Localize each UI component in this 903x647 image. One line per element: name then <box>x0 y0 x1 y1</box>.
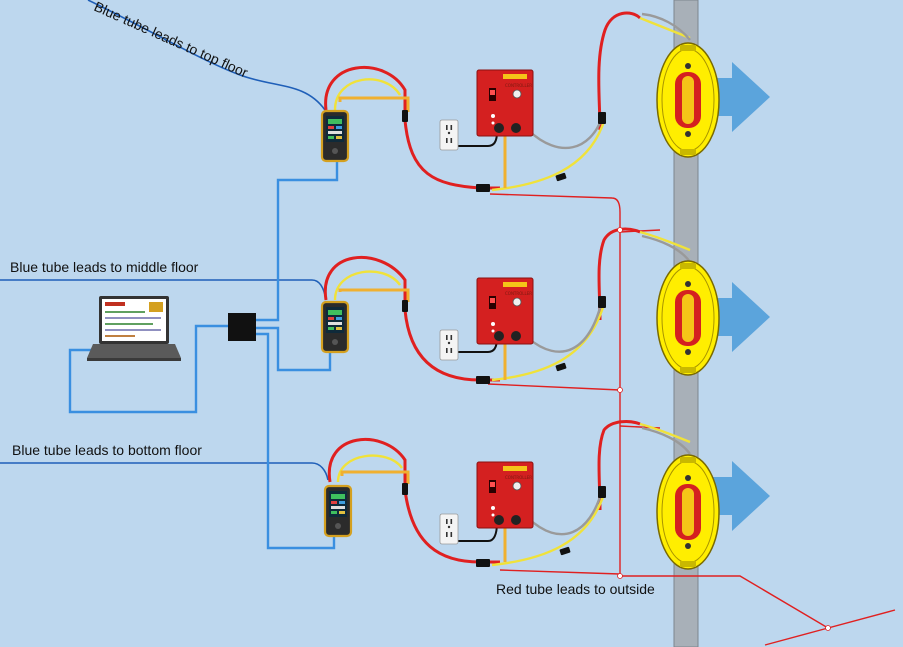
yellow-tubes <box>333 16 691 567</box>
blue-tubes <box>68 160 339 550</box>
gauge-bottom <box>323 484 353 538</box>
laptop <box>87 296 181 361</box>
pressure-hub <box>228 313 256 341</box>
label-bottom-floor: Blue tube leads to bottom floor <box>12 442 202 458</box>
wall-outlet-middle <box>439 329 459 361</box>
fan-controller-bottom <box>476 461 534 529</box>
gray-tubes <box>527 12 691 536</box>
blower-fan-top <box>656 42 720 158</box>
blower-fan-bottom <box>656 454 720 570</box>
wall-outlet-top <box>439 119 459 151</box>
tube-connectors <box>402 110 606 567</box>
label-middle-floor: Blue tube leads to middle floor <box>10 259 199 275</box>
label-top-floor: Blue tube leads to top floor <box>92 0 251 81</box>
gauge-top <box>320 109 350 163</box>
gauge-middle <box>320 300 350 354</box>
red-tubes <box>323 11 642 564</box>
wall-outlet-bottom <box>439 513 459 545</box>
orange-tubes <box>338 96 507 562</box>
fan-controller-middle <box>476 277 534 345</box>
fan-controller-top <box>476 69 534 137</box>
label-outside: Red tube leads to outside <box>496 581 655 597</box>
blower-fan-middle <box>656 260 720 376</box>
tube-junctions <box>617 227 831 631</box>
